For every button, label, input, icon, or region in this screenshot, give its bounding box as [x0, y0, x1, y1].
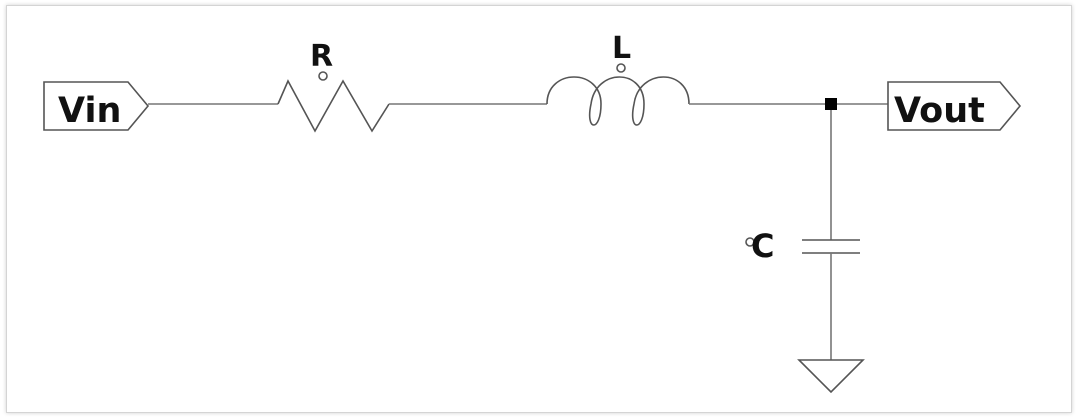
input-port-label: Vin — [58, 91, 121, 131]
inductor-label: L — [612, 31, 631, 66]
resistor-label: R — [310, 39, 333, 74]
diagram-frame — [6, 5, 1072, 413]
output-port-shape — [887, 81, 1022, 131]
output-port-label: Vout — [894, 91, 985, 131]
capacitor-pin-marker — [745, 237, 755, 247]
output-port: Vout — [887, 81, 1022, 131]
resistor-pin-marker — [318, 71, 328, 81]
junction-node — [825, 98, 837, 110]
ground-icon — [797, 359, 865, 394]
input-port-shape — [43, 81, 150, 131]
resistor: R — [277, 39, 390, 133]
inductor-pin-marker — [616, 63, 626, 73]
inductor: L — [546, 31, 690, 126]
inductor-coil — [546, 76, 690, 126]
capacitor-label: C — [751, 227, 774, 265]
input-port: Vin — [43, 81, 150, 131]
capacitor: C — [745, 227, 860, 265]
resistor-zigzag — [277, 79, 390, 133]
